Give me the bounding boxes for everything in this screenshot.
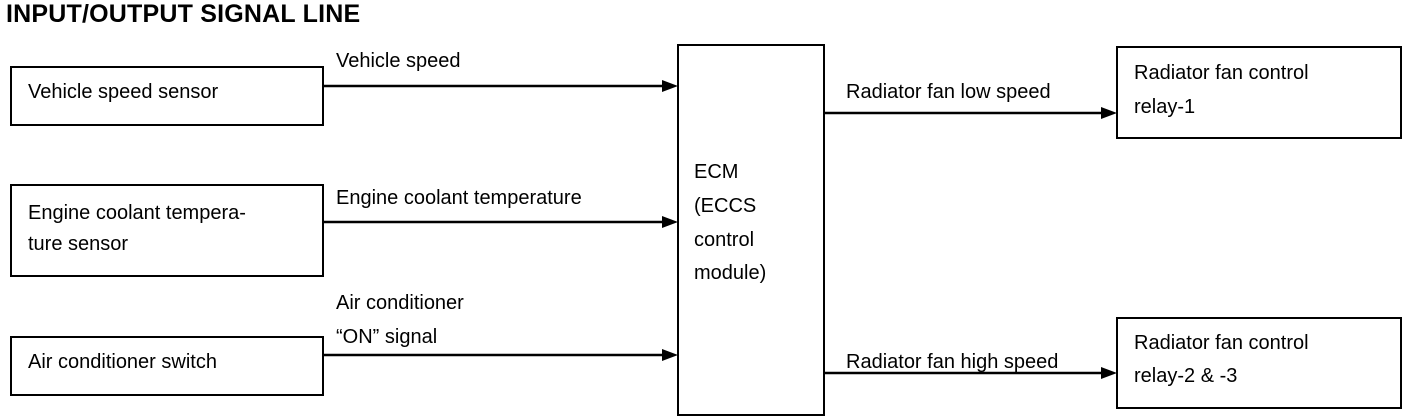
arrowhead-fan-high — [1101, 367, 1117, 379]
arrowhead-fan-low — [1101, 107, 1117, 119]
relay-1-label-line1: Radiator fan control — [1134, 62, 1309, 84]
engine-coolant-sensor-label-line1: Engine coolant tempera- — [28, 202, 246, 224]
signal-ac-line2: “ON” signal — [336, 326, 438, 348]
arrowhead-ac-signal — [662, 349, 678, 361]
engine-coolant-sensor-label-line2: ture sensor — [28, 233, 129, 255]
signal-radiator-fan-high-speed: Radiator fan high speed — [846, 351, 1059, 373]
ecm-label-line1: ECM — [694, 161, 739, 183]
ecm-box — [677, 44, 825, 416]
arrowhead-vehicle-speed — [662, 80, 678, 92]
signal-vehicle-speed: Vehicle speed — [336, 50, 461, 72]
ecm-label-line4: module) — [694, 262, 767, 284]
ecm-label-line2: (ECCS — [694, 195, 757, 217]
vehicle-speed-sensor-label: Vehicle speed sensor — [28, 81, 219, 103]
ac-switch-label: Air conditioner switch — [28, 351, 217, 373]
arrowhead-engine-coolant — [662, 216, 678, 228]
ecm-label-line3: control — [694, 229, 755, 251]
signal-radiator-fan-low-speed: Radiator fan low speed — [846, 81, 1051, 103]
relay-2-3-box — [1116, 317, 1402, 409]
relay-2-3-label-line2: relay-2 & -3 — [1134, 365, 1238, 387]
relay-1-label-line2: relay-1 — [1134, 96, 1196, 118]
ac-switch-box — [10, 336, 324, 396]
relay-2-3-label-line1: Radiator fan control — [1134, 332, 1309, 354]
relay-1-box — [1116, 46, 1402, 139]
signal-ac-line1: Air conditioner — [336, 292, 464, 314]
signal-engine-coolant-temperature: Engine coolant temperature — [336, 187, 582, 209]
diagram-title: INPUT/OUTPUT SIGNAL LINE — [6, 0, 361, 28]
engine-coolant-sensor-box — [10, 184, 324, 277]
vehicle-speed-sensor-box — [10, 66, 324, 126]
